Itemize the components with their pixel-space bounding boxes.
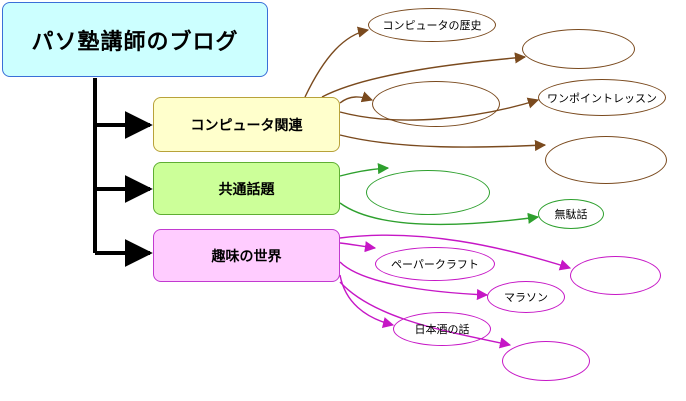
leaf-computer-2[interactable]	[522, 29, 635, 69]
category-computer[interactable]: コンピュータ関連	[153, 97, 340, 152]
wire-hobby-1	[339, 241, 377, 253]
wire-computer-3	[339, 91, 374, 104]
leaf-computer-3[interactable]	[372, 81, 500, 127]
category-common[interactable]: 共通話題	[153, 162, 340, 215]
leaf-hobby-1[interactable]: ペーパークラフト	[375, 247, 495, 281]
wire-hobby-2	[339, 234, 572, 271]
category-label: 趣味の世界	[211, 248, 282, 265]
leaf-common-1[interactable]	[366, 170, 490, 215]
leaf-common-2[interactable]: 無駄話	[538, 199, 604, 229]
wire-computer-1	[304, 26, 370, 98]
leaf-computer-4[interactable]: ワンポイントレッスン	[538, 79, 666, 116]
category-label: コンピュータ関連	[190, 117, 303, 134]
leaf-hobby-4[interactable]: 日本酒の話	[393, 312, 491, 346]
category-label: 共通話題	[218, 181, 275, 198]
leaf-computer-5[interactable]	[545, 136, 667, 184]
wire-common-2	[339, 202, 540, 226]
category-hobby[interactable]: 趣味の世界	[153, 229, 340, 282]
leaf-hobby-3[interactable]: マラソン	[487, 281, 565, 313]
leaf-hobby-2[interactable]	[570, 256, 661, 295]
root-node[interactable]: パソ塾講師のブログ	[2, 2, 268, 77]
root-title: パソ塾講師のブログ	[31, 29, 239, 55]
leaf-computer-1[interactable]: コンピュータの歴史	[368, 8, 496, 42]
wire-hobby-4	[339, 274, 395, 328]
wire-hobby-3	[339, 261, 489, 301]
wire-computer-2	[321, 52, 527, 98]
wire-computer-5	[339, 134, 547, 152]
leaf-hobby-5[interactable]	[502, 341, 590, 381]
wire-common-1	[339, 162, 390, 177]
